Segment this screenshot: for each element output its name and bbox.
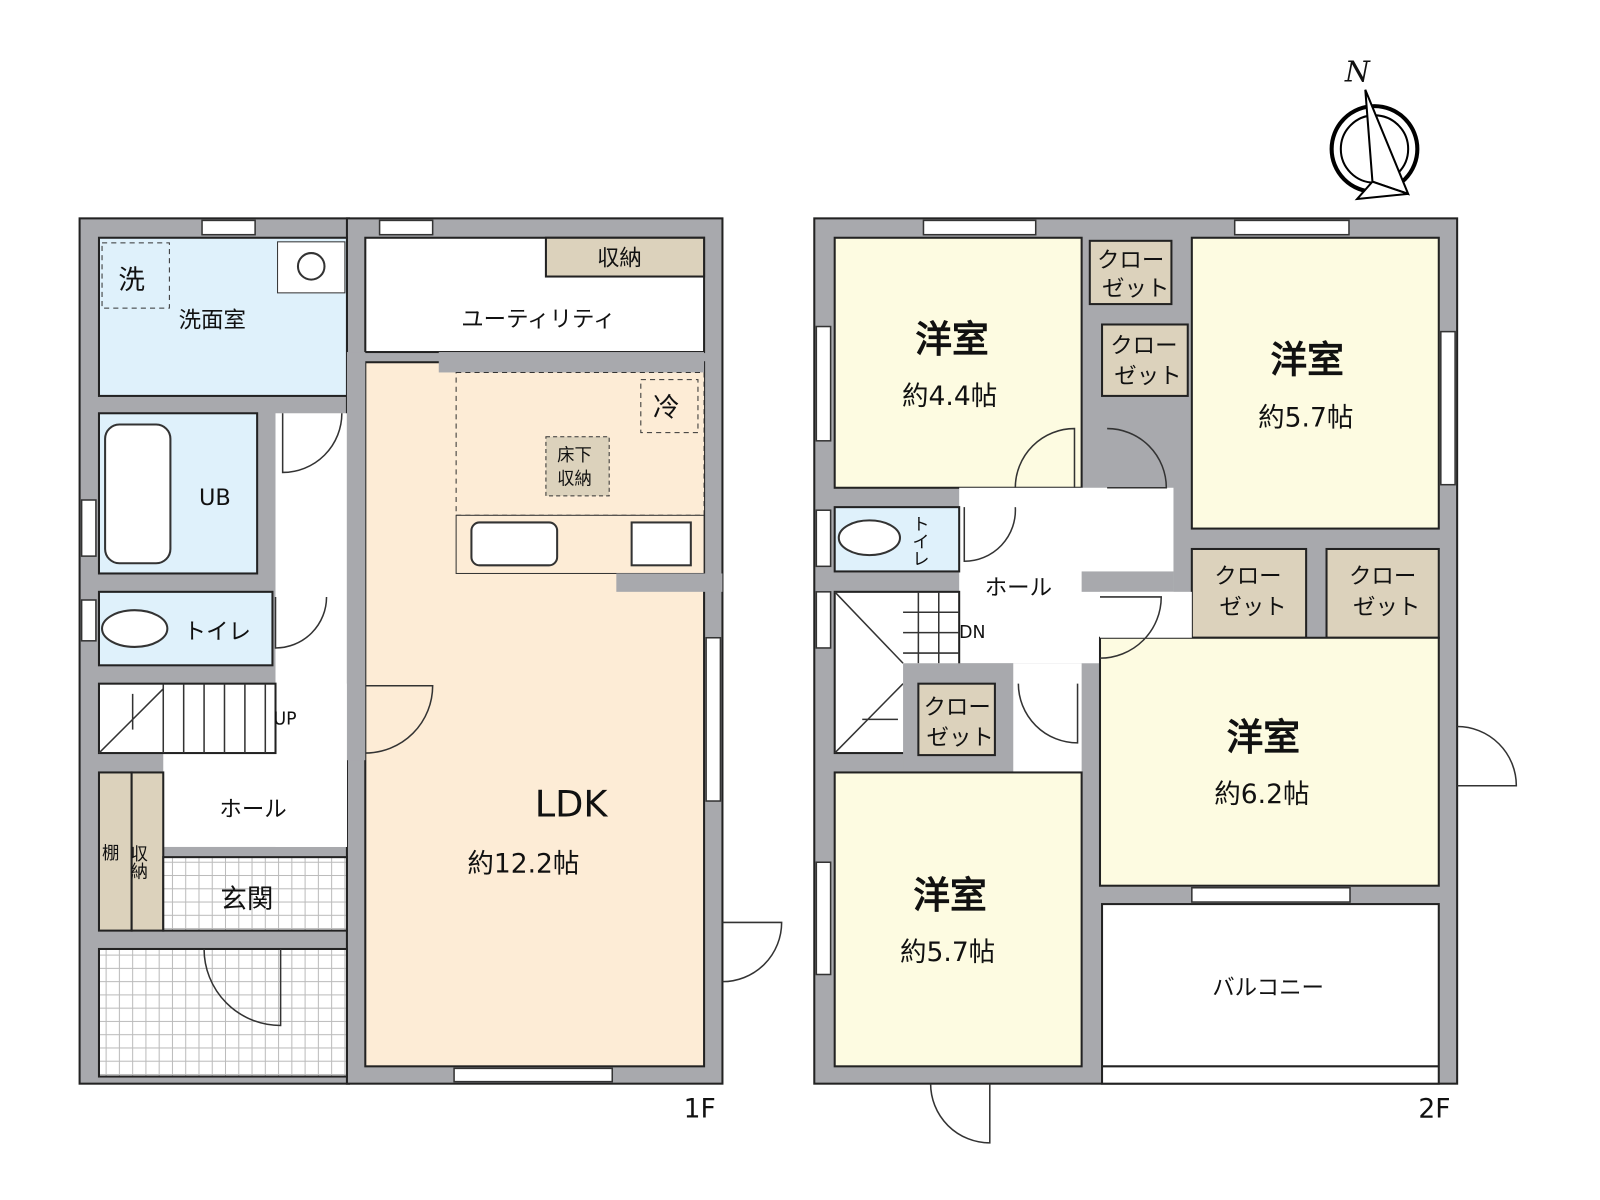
toilet-2f-door[interactable] xyxy=(963,507,1017,562)
shelf xyxy=(97,771,133,932)
fridge-space xyxy=(640,379,699,434)
svg-text:ゼット: ゼット xyxy=(927,725,994,751)
svg-text:クロー: クロー xyxy=(1097,247,1164,273)
room-a-label: 洋室 xyxy=(915,318,988,361)
room-d-door[interactable] xyxy=(1017,683,1079,744)
underfloor-label: 床下 xyxy=(557,446,592,466)
underfloor-storage xyxy=(545,436,610,497)
entry-storage-label: 収納 xyxy=(127,845,148,881)
underfloor-label-2: 収納 xyxy=(557,470,592,490)
western-room-4-4 xyxy=(833,236,1083,489)
svg-text:ゼット: ゼット xyxy=(1102,276,1169,302)
room-c-label: 洋室 xyxy=(1227,716,1300,759)
entrance-label: 玄関 xyxy=(220,884,273,915)
porch xyxy=(97,947,348,1078)
svg-text:クロー: クロー xyxy=(1110,333,1177,359)
sink-icon xyxy=(277,241,346,294)
floor-1f: 洗 洗面室 UB トイレ UP ホール 棚 収納 玄関 xyxy=(78,217,783,1124)
room-d-size: 約5.7帖 xyxy=(900,937,995,968)
entry-storage xyxy=(130,771,165,932)
fridge-label: 冷 xyxy=(653,392,680,423)
svg-text:ゼット: ゼット xyxy=(1114,364,1181,390)
room-b-door[interactable] xyxy=(1107,427,1168,489)
room-a-size: 約4.4帖 xyxy=(902,381,997,412)
room-d-label: 洋室 xyxy=(913,874,986,917)
svg-text:ゼット: ゼット xyxy=(1219,594,1286,620)
utility-storage-label: 収納 xyxy=(597,245,642,271)
stairs-up xyxy=(97,682,277,755)
floor-2f-label: 2F xyxy=(1418,1093,1450,1124)
ldk-exterior-door[interactable] xyxy=(722,921,783,983)
north-compass-icon: N xyxy=(1329,55,1420,201)
western-room-5-7-north xyxy=(1190,236,1440,530)
toilet-icon xyxy=(101,609,169,648)
ldk-size: 約12.2帖 xyxy=(467,848,579,879)
shelf-label: 棚 xyxy=(102,844,119,864)
bathtub-icon xyxy=(104,423,172,565)
entrance xyxy=(162,856,348,932)
utility-label: ユーティリティ xyxy=(461,307,615,333)
balcony xyxy=(1101,903,1440,1085)
stairs-up-label: UP xyxy=(273,709,296,729)
washer-space xyxy=(101,242,170,309)
room-b-label: 洋室 xyxy=(1270,338,1343,381)
western-room-6-2 xyxy=(1098,636,1440,887)
svg-text:クロー: クロー xyxy=(1214,564,1281,590)
room-b-size: 約5.7帖 xyxy=(1258,403,1353,434)
toilet-label: トイレ xyxy=(184,619,251,645)
room-c-size: 約6.2帖 xyxy=(1214,779,1309,810)
utility-storage xyxy=(544,236,706,278)
svg-text:クロー: クロー xyxy=(1349,564,1416,590)
washroom-door[interactable] xyxy=(281,413,343,474)
floor-1f-label: 1F xyxy=(684,1093,716,1124)
toilet-2f-label: トイレ xyxy=(908,515,928,567)
ldk-door[interactable] xyxy=(365,684,434,754)
room-a-door[interactable] xyxy=(1014,427,1076,488)
ldk-label: LDK xyxy=(535,782,609,825)
kitchen-sink-icon xyxy=(470,521,559,567)
compass-north-label: N xyxy=(1344,55,1371,89)
hall-2f-label: ホール xyxy=(985,575,1052,601)
svg-text:クロー: クロー xyxy=(923,694,990,720)
room-c-door[interactable] xyxy=(1099,596,1162,659)
stairs-down-label: DN xyxy=(959,623,985,643)
ub-label: UB xyxy=(199,485,231,511)
washroom-label: 洗面室 xyxy=(179,308,246,334)
front-door[interactable] xyxy=(203,948,282,1027)
washer-label: 洗 xyxy=(118,265,145,296)
toilet-1f-door[interactable] xyxy=(274,596,328,649)
western-room-5-7-south xyxy=(833,771,1083,1068)
svg-text:ゼット: ゼット xyxy=(1353,594,1420,620)
hall-1f-label: ホール xyxy=(219,796,286,822)
room-d-exterior-door[interactable] xyxy=(929,1083,991,1144)
balcony-label: バルコニー xyxy=(1212,975,1324,1001)
toilet-icon xyxy=(837,519,902,557)
room-c-exterior-door[interactable] xyxy=(1457,725,1518,787)
stove-icon xyxy=(630,521,692,567)
